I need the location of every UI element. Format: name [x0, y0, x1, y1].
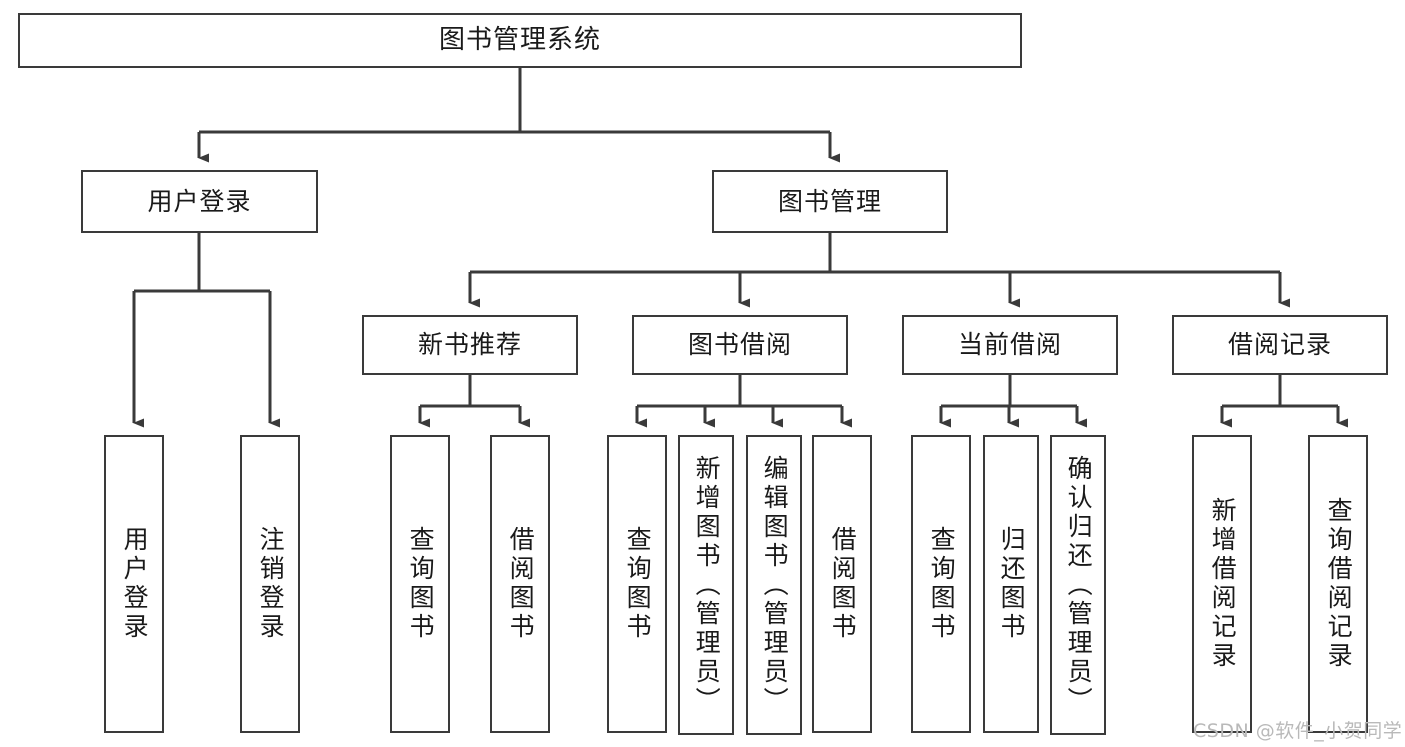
node-label: 新增借阅记录: [1208, 497, 1238, 671]
leaf-borrow-book[interactable]: 借阅图书: [812, 435, 872, 733]
node-label: 借阅图书: [828, 526, 858, 642]
node-label: 注销登录: [256, 526, 286, 642]
node-label: 编辑图书（管理员）: [760, 454, 790, 716]
node-book-management[interactable]: 图书管理: [712, 170, 948, 233]
node-label: 用户登录: [147, 186, 252, 216]
node-label: 归还图书: [997, 526, 1027, 642]
leaf-logout-login[interactable]: 注销登录: [240, 435, 300, 733]
node-book-borrow[interactable]: 图书借阅: [632, 315, 848, 375]
leaf-query-borrow-record[interactable]: 查询借阅记录: [1308, 435, 1368, 733]
leaf-return-book[interactable]: 归还图书: [983, 435, 1039, 733]
leaf-query-book-recommend[interactable]: 查询图书: [390, 435, 450, 733]
leaf-query-book-borrow[interactable]: 查询图书: [607, 435, 667, 733]
node-label: 图书管理: [777, 186, 882, 216]
node-label: 新书推荐: [417, 330, 522, 359]
leaf-add-borrow-record[interactable]: 新增借阅记录: [1192, 435, 1252, 733]
csdn-watermark: CSDN @软件_小贺同学: [1193, 720, 1403, 742]
leaf-borrow-book-recommend[interactable]: 借阅图书: [490, 435, 550, 733]
node-current-borrow[interactable]: 当前借阅: [902, 315, 1118, 375]
node-root-book-management-system[interactable]: 图书管理系统: [18, 13, 1022, 68]
node-label: 图书借阅: [687, 330, 792, 359]
node-user-login[interactable]: 用户登录: [81, 170, 318, 233]
node-new-book-recommend[interactable]: 新书推荐: [362, 315, 578, 375]
leaf-edit-book-admin[interactable]: 编辑图书（管理员）: [746, 435, 802, 735]
node-label: 当前借阅: [957, 330, 1062, 359]
node-borrow-record[interactable]: 借阅记录: [1172, 315, 1388, 375]
node-label: 确认归还（管理员）: [1064, 454, 1094, 716]
node-label: 查询图书: [406, 526, 436, 642]
leaf-confirm-return-admin[interactable]: 确认归还（管理员）: [1050, 435, 1106, 735]
leaf-user-login[interactable]: 用户登录: [104, 435, 164, 733]
leaf-query-book-current[interactable]: 查询图书: [911, 435, 971, 733]
leaf-add-book-admin[interactable]: 新增图书（管理员）: [678, 435, 734, 735]
node-label: 借阅记录: [1227, 330, 1332, 359]
node-label: 新增图书（管理员）: [692, 454, 722, 716]
node-label: 查询图书: [623, 526, 653, 642]
node-label: 图书管理系统: [438, 24, 601, 55]
node-label: 查询图书: [927, 526, 957, 642]
node-label: 借阅图书: [506, 526, 536, 642]
node-label: 查询借阅记录: [1324, 497, 1354, 671]
node-label: 用户登录: [120, 526, 150, 642]
